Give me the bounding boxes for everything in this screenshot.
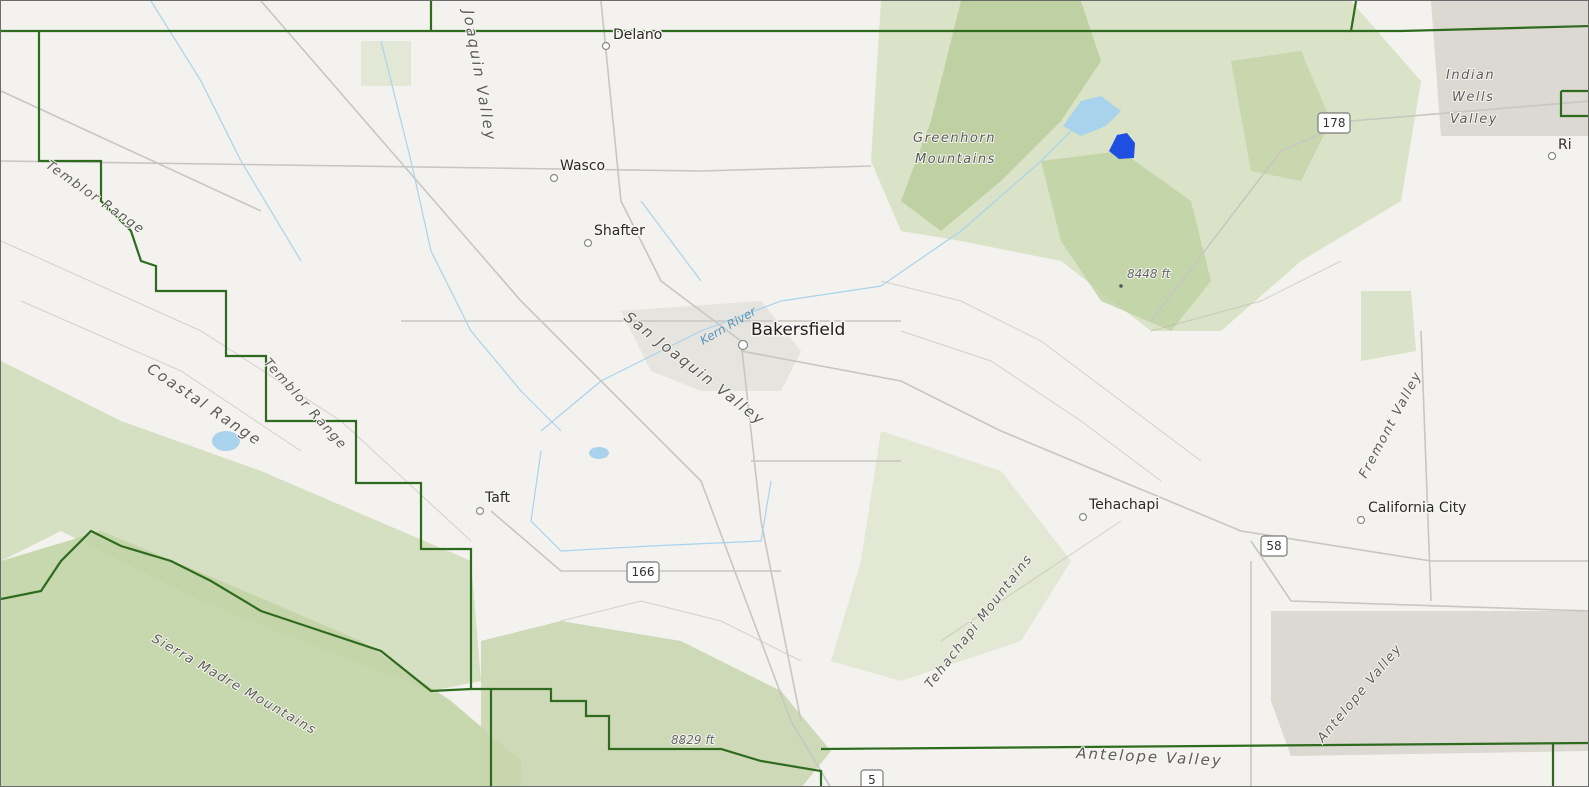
city-label-taft: Taft <box>484 490 510 506</box>
region-label-indian-2: Wells <box>1452 90 1494 105</box>
highway-shields: 178 166 58 5 <box>626 112 1351 787</box>
highway-178-shield[interactable]: 178 <box>1317 112 1351 134</box>
wasco-marker[interactable] <box>549 173 559 183</box>
bakersfield-marker[interactable] <box>737 339 749 351</box>
highway-58-shield[interactable]: 58 <box>1260 535 1288 557</box>
interstate-5-label: 5 <box>868 773 876 787</box>
highlighted-area[interactable] <box>1109 133 1135 159</box>
highway-166-shield[interactable]: 166 <box>626 561 660 583</box>
ri-marker[interactable] <box>1547 151 1557 161</box>
rivers-layer <box>150 1 1092 552</box>
urban-layer <box>621 1 1588 756</box>
city-labels: Delano Wasco Shafter Bakersfield Taft Te… <box>483 26 1574 518</box>
peak-east-marker <box>1119 284 1123 288</box>
water-layer <box>212 96 1135 459</box>
city-label-shafter: Shafter <box>594 223 645 239</box>
elevation-label-east: 8448 ft <box>1127 267 1172 281</box>
peak-south-marker <box>679 739 683 743</box>
city-label-california-city: California City <box>1368 500 1466 516</box>
delano-marker[interactable] <box>601 41 611 51</box>
taft-marker[interactable] <box>475 506 485 516</box>
highway-166-label: 166 <box>632 565 655 579</box>
peak-markers <box>679 284 1123 743</box>
city-label-bakersfield: Bakersfield <box>751 320 845 340</box>
region-label-indian-1: Indian <box>1446 68 1495 83</box>
region-label-greenhorn-1: Greenhorn <box>913 131 996 146</box>
hillshade-layer <box>1 240 1342 662</box>
region-label-indian-3: Valley <box>1450 112 1498 127</box>
shafter-marker[interactable] <box>583 238 593 248</box>
city-label-wasco: Wasco <box>560 158 605 174</box>
highway-58-label: 58 <box>1266 539 1281 553</box>
city-label-delano: Delano <box>613 27 662 43</box>
terrain-layer <box>1 1 1421 786</box>
tehachapi-marker[interactable] <box>1078 512 1088 522</box>
city-label-tehachapi: Tehachapi <box>1088 497 1159 513</box>
elevation-label-south: 8829 ft <box>671 733 716 747</box>
highway-178-label: 178 <box>1323 116 1346 130</box>
city-markers <box>475 41 1557 525</box>
california-city-marker[interactable] <box>1356 515 1366 525</box>
city-label-ri: Ri <box>1558 137 1572 153</box>
region-label-greenhorn-2: Mountains <box>915 152 996 167</box>
interstate-5-shield[interactable]: 5 <box>860 769 884 787</box>
